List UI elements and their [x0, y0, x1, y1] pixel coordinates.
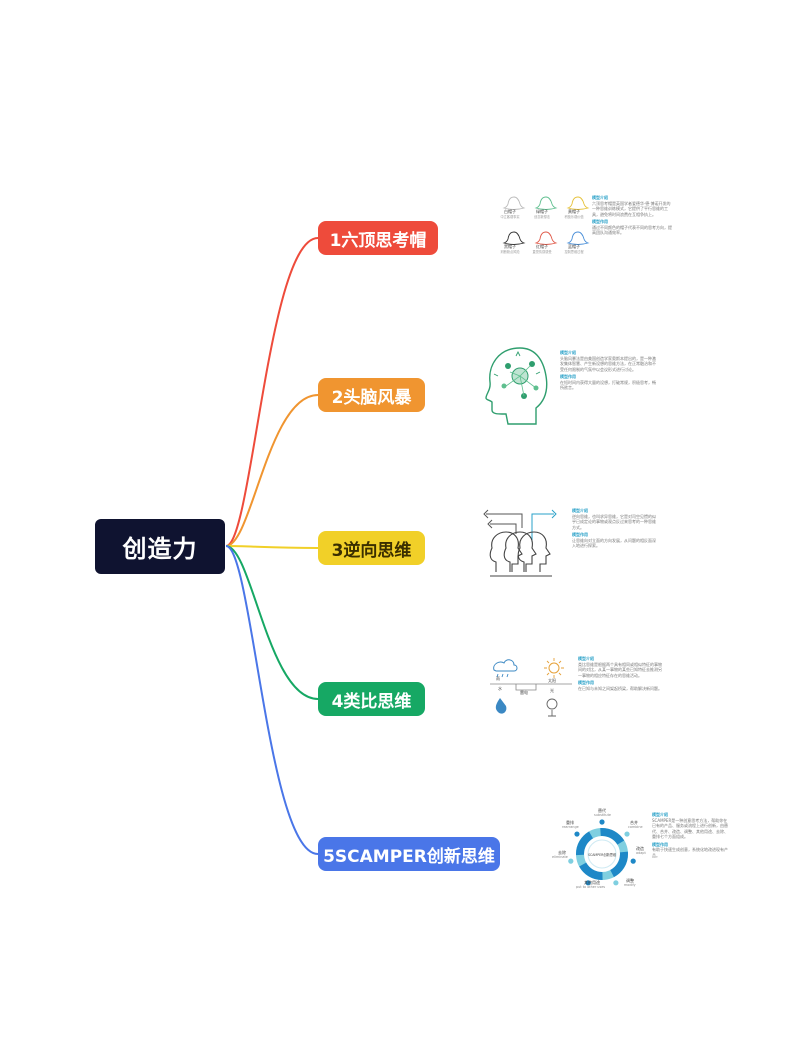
card-paragraph: 逆向思维，也叫求异思维，它是对司空见惯的似乎已成定论的事物或观点反过来思考的一种… — [572, 513, 656, 530]
hat-label: 蓝帽子 — [568, 244, 580, 249]
connector-brainstorm — [225, 394, 319, 547]
scamper-wheel — [568, 819, 636, 886]
card-paragraph: 让思维向对立面的方向发展，从问题的相反面深入地进行探索。 — [572, 537, 656, 549]
brainstorm-card: 模型介绍 头脑风暴法是由美国创造学家奥斯本提出的，是一种激发集体智慧、产生新设想… — [476, 340, 661, 428]
scamper-node-dot — [574, 831, 580, 837]
scamper-item-label: 合并 — [630, 820, 638, 825]
card-heading: 模型作用 — [592, 219, 608, 224]
hat-icon — [566, 196, 590, 210]
hat-label: 红帽子 — [536, 244, 548, 249]
card-description: 模型介绍 逆向思维，也叫求异思维，它是对司空见惯的似乎已成定论的事物或观点反过来… — [572, 506, 656, 549]
root-node[interactable]: 创造力 — [95, 519, 225, 574]
branch-scamper[interactable]: 5SCAMPER创新思维 — [318, 837, 500, 871]
connector-analogy — [225, 545, 319, 700]
card-heading: 模型介绍 — [578, 656, 594, 661]
hat-sub: 控制思维过程 — [564, 250, 584, 254]
analogy-illustration — [490, 658, 572, 717]
hat-icon — [534, 196, 558, 210]
card-heading: 模型作用 — [578, 680, 594, 685]
card-paragraph: 在已知与未知之间架起桥梁，帮助解决新问题。 — [578, 685, 662, 691]
scamper-node-dot — [568, 858, 574, 864]
scamper-center-label: SCAMPER创新思维 — [588, 853, 617, 857]
hat-icon — [566, 231, 590, 245]
scamper-node-dot — [585, 880, 591, 886]
scamper-item-en: eliminate — [552, 855, 568, 859]
scamper-item-label: 调整 — [626, 878, 634, 883]
hat-label: 绿帽子 — [536, 209, 548, 214]
scamper-item-label: 改造 — [636, 846, 644, 851]
analogy-card: 雨 太阳 水 雷电 光 模型介绍 类比思维是根据两个具有相同或相似特征的事物间的… — [484, 652, 664, 726]
scamper-node-dot — [630, 858, 636, 864]
card-heading: 模型介绍 — [652, 812, 668, 817]
card-description: 模型介绍 SCAMPER是一种创意思考方法，帮助你在已有的产品、服务或流程上进行… — [652, 810, 728, 858]
hat-sub: 判断缺点风险 — [500, 250, 520, 254]
card-description: 模型介绍 类比思维是根据两个具有相同或相似特征的事物间的对比，从某一事物的某些已… — [578, 654, 662, 691]
scamper-item-en: put to other uses — [576, 885, 606, 889]
scamper-item-en: rearrange — [562, 825, 579, 829]
scamper-item-label: 去除 — [558, 850, 566, 855]
scamper-item-en: modify — [624, 883, 636, 887]
scamper-node-dot — [599, 819, 605, 825]
hat-icon — [534, 231, 558, 245]
analogy-label-water: 水 — [498, 686, 502, 691]
scamper-node-dot — [624, 831, 630, 837]
connector-scamper — [225, 545, 319, 855]
card-paragraph: 通过不同颜色的帽子代表不同的思考方向，提高团队沟通效率。 — [592, 224, 672, 236]
scamper-item-en: adapt — [636, 851, 646, 855]
analogy-label-rain: 雨 — [496, 676, 500, 681]
hat-label: 黑帽子 — [504, 244, 516, 249]
card-heading: 模型作用 — [560, 374, 576, 379]
scamper-item-label: 替代 — [598, 808, 606, 813]
branch-reverse-thinking[interactable]: 3逆向思维 — [318, 531, 425, 565]
card-paragraph: 类比思维是根据两个具有相同或相似特征的事物间的对比，从某一事物的某些已知特征去推… — [578, 661, 662, 678]
scamper-item-label: 其他用途 — [584, 880, 600, 885]
card-heading: 模型作用 — [652, 841, 668, 847]
card-heading: 模型作用 — [572, 532, 588, 537]
branch-analogy-thinking[interactable]: 4类比思维 — [318, 682, 425, 716]
scamper-item-en: combine — [628, 825, 643, 829]
reverse-thinking-card: 模型介绍 逆向思维，也叫求异思维，它是对司空见惯的似乎已成定论的事物或观点反过来… — [480, 500, 660, 582]
scamper-card: SCAMPER创新思维 替代 substitute 合并 combine 改造 … — [548, 806, 730, 902]
card-paragraph: 头脑风暴法是由美国创造学家奥斯本提出的，是一种激发集体智慧、产生新设想的思维方法… — [560, 355, 656, 372]
analogy-label-light: 光 — [550, 688, 554, 693]
card-paragraph: SCAMPER是一种创意思考方法，帮助你在已有的产品、服务或流程上进行创新，由替… — [652, 817, 728, 840]
brain-head-illustration — [485, 347, 548, 425]
card-heading: 模型介绍 — [560, 350, 576, 355]
branch-six-thinking-hats[interactable]: 1六顶思考帽 — [318, 221, 438, 255]
card-heading: 模型介绍 — [592, 195, 608, 200]
analogy-label-sun: 太阳 — [548, 678, 556, 683]
hat-sub: 积极乐观价值 — [564, 215, 584, 219]
connector-reverse — [225, 545, 319, 549]
reverse-heads-illustration — [483, 509, 557, 577]
card-paragraph: 有助于快速生成创意，系统化地改进现有产品。 — [652, 847, 728, 858]
scamper-node-dot — [613, 880, 619, 886]
hat-sub: 直觉情感感受 — [532, 250, 552, 254]
scamper-item-en: substitute — [594, 813, 611, 817]
hats-illustration — [502, 196, 590, 245]
six-hats-card: 白帽子 中立客观事实 绿帽子 创意新想法 黄帽子 积极乐观价值 黑帽子 判断缺点… — [492, 190, 677, 270]
hat-sub: 中立客观事实 — [500, 215, 520, 219]
connector-six-hats — [225, 237, 319, 547]
card-paragraph: 在短时间内获得大量的设想，打破常规，积极思考，畅所欲言。 — [560, 379, 656, 391]
card-description: 模型介绍 头脑风暴法是由美国创造学家奥斯本提出的，是一种激发集体智慧、产生新设想… — [560, 348, 656, 391]
scamper-item-label: 重排 — [566, 820, 574, 825]
hat-label: 白帽子 — [504, 209, 516, 214]
hat-icon — [502, 196, 526, 210]
hat-sub: 创意新想法 — [534, 215, 550, 219]
hat-icon — [502, 231, 526, 245]
card-heading: 模型介绍 — [572, 508, 588, 513]
analogy-label-thunder: 雷电 — [520, 690, 528, 695]
card-description: 模型介绍 六顶思考帽是英国学者爱德华·德·博诺开发的一种思维训练模式，它提供了平… — [592, 193, 674, 236]
branch-brainstorming[interactable]: 2头脑风暴 — [318, 378, 425, 412]
card-paragraph: 六顶思考帽是英国学者爱德华·德·博诺开发的一种思维训练模式，它提供了平行思维的工… — [592, 200, 671, 217]
hat-label: 黄帽子 — [568, 209, 580, 214]
